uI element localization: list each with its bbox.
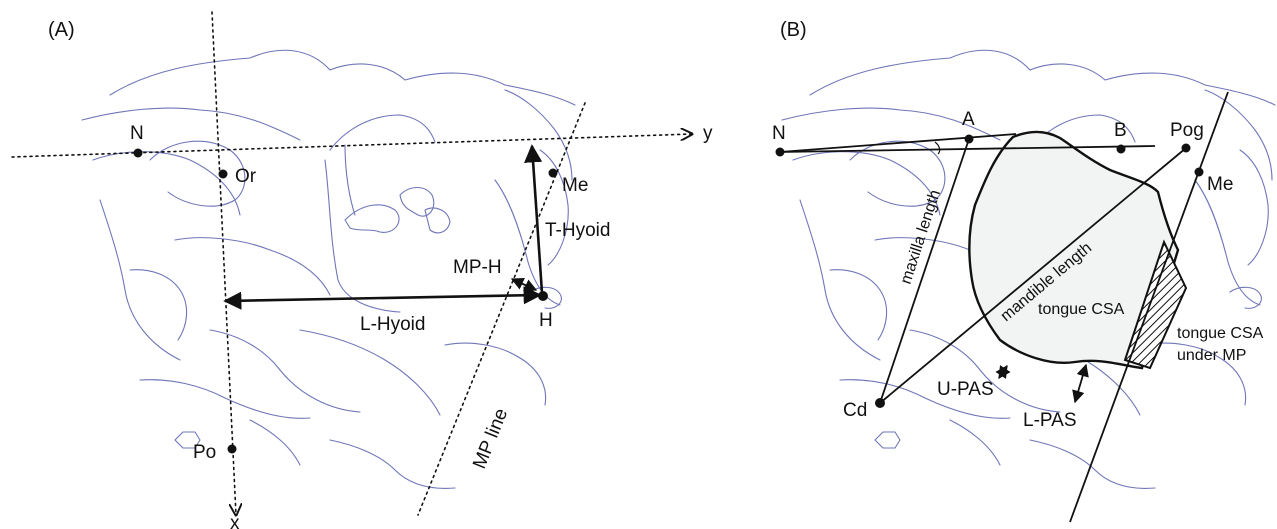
y-axis [11, 134, 692, 158]
landmark-po [227, 444, 237, 454]
l-pas-label: L-PAS [1023, 410, 1077, 431]
tongue-csa-under-mp-region [1123, 239, 1188, 370]
landmark-cd [875, 398, 885, 408]
x-axis [211, 11, 236, 515]
tongue-csa-label: tongue CSA [1038, 301, 1125, 318]
landmark-n-a-label: N [130, 123, 144, 144]
landmark-or [218, 169, 228, 179]
landmark-me-a-label: Me [562, 175, 588, 196]
mp-line-b [1069, 91, 1229, 523]
line-n-a [779, 133, 1017, 153]
t-hyoid-arrow [524, 144, 544, 294]
landmark-me-a [548, 168, 558, 178]
line-n-b [779, 145, 1156, 153]
mp-h-arrow [510, 277, 538, 292]
u-pas-label: U-PAS [937, 379, 994, 400]
tongue-csa-under-mp-label-2: under MP [1177, 347, 1246, 364]
landmark-n-b-label: N [772, 123, 786, 144]
t-hyoid-label: T-Hyoid [545, 220, 610, 241]
landmark-cd-label: Cd [843, 400, 867, 421]
landmark-b [1116, 144, 1126, 154]
panel-a-label: (A) [48, 19, 75, 41]
u-pas-arrow [995, 364, 1011, 380]
landmark-a-label: A [962, 109, 975, 130]
x-axis-label: x [230, 513, 240, 529]
landmark-me-b-label: Me [1207, 174, 1233, 195]
landmark-pog [1181, 143, 1191, 153]
l-hyoid-label: L-Hyoid [360, 314, 425, 335]
landmark-n-b [775, 147, 785, 157]
landmark-or-label: Or [235, 166, 257, 187]
landmark-po-label: Po [193, 442, 216, 463]
l-hyoid-arrow [223, 286, 542, 310]
landmark-pog-label: Pog [1170, 120, 1204, 141]
panel-b: (B) maxilla length mandible length tongu… [772, 19, 1276, 523]
landmark-b-label: B [1114, 120, 1127, 141]
mandible-length-line [879, 147, 1187, 404]
landmark-me-b [1194, 167, 1204, 177]
angle-arc [934, 141, 941, 155]
mp-h-label: MP-H [453, 257, 502, 278]
landmark-a [964, 134, 974, 144]
maxilla-length-line [879, 138, 970, 404]
panel-a: (A) y x MP line T-Hyoid L-Hyoid MP-H N O… [11, 11, 713, 529]
tongue-csa-region [968, 130, 1180, 370]
landmark-n-a [133, 148, 143, 158]
landmark-h-label: H [539, 310, 553, 331]
landmark-h [538, 291, 548, 301]
panel-b-label: (B) [780, 19, 807, 41]
tongue-csa-under-mp-label-1: tongue CSA [1177, 325, 1264, 342]
y-axis-label: y [703, 123, 713, 144]
maxilla-length-label: maxilla length [898, 188, 944, 286]
l-pas-arrow [1072, 363, 1089, 404]
mp-line-label: MP line [469, 406, 512, 472]
mp-line [417, 102, 586, 516]
